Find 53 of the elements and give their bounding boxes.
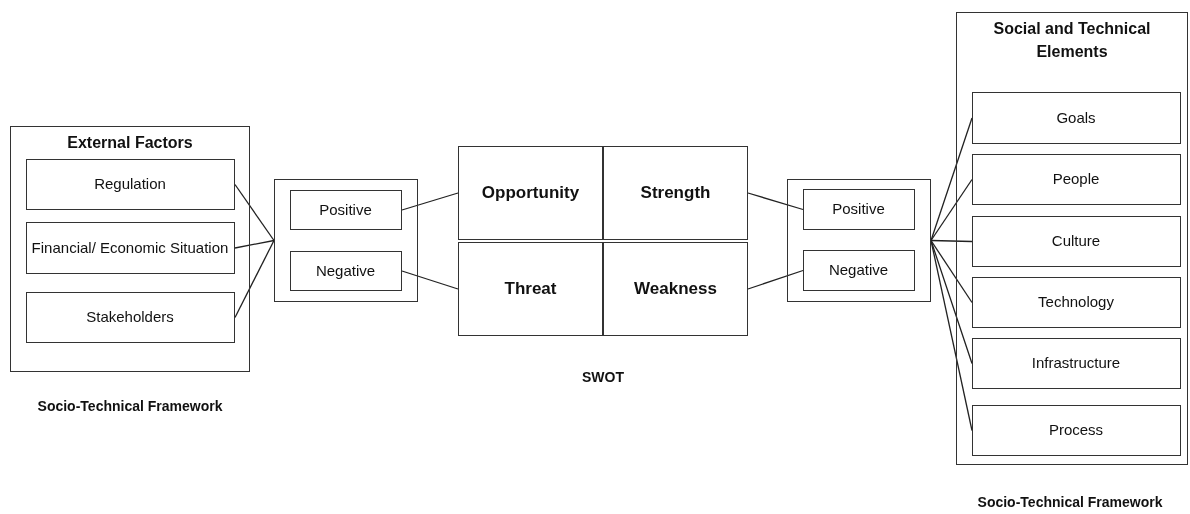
process-box bbox=[25, 221, 235, 274]
process-box bbox=[971, 91, 1181, 144]
framework-caption: Socio-Technical Framework bbox=[37, 398, 223, 414]
group-heading: Social and Technical Elements bbox=[992, 19, 1152, 63]
box-label: Infrastructure bbox=[1031, 354, 1121, 372]
framework-caption: Socio-Technical Framework bbox=[977, 494, 1163, 510]
connector-line bbox=[930, 239, 973, 243]
connector-line bbox=[747, 192, 804, 211]
process-box bbox=[971, 404, 1181, 456]
quadrant-label: Threat bbox=[504, 278, 557, 300]
connector-line bbox=[401, 192, 459, 211]
quadrant-label: Opportunity bbox=[481, 182, 580, 204]
group-box bbox=[10, 126, 250, 372]
box-label: Technology bbox=[1038, 293, 1114, 311]
quadrant-label: Strength bbox=[640, 182, 711, 204]
box-label: Regulation bbox=[94, 175, 166, 193]
process-box bbox=[289, 189, 402, 230]
box-label: Culture bbox=[1051, 232, 1101, 250]
process-box bbox=[25, 291, 235, 343]
connector-line bbox=[234, 239, 275, 249]
process-box bbox=[802, 188, 915, 230]
group-heading: External Factors bbox=[66, 133, 194, 153]
group-box bbox=[787, 179, 931, 302]
group-box bbox=[956, 12, 1188, 465]
quadrant-label: Weakness bbox=[634, 278, 717, 300]
process-box bbox=[802, 249, 915, 291]
box-label: Negative bbox=[315, 261, 376, 280]
box-label: Stakeholders bbox=[86, 308, 174, 326]
process-box bbox=[289, 250, 402, 291]
connector-line bbox=[401, 270, 459, 290]
box-label: Goals bbox=[1056, 108, 1096, 127]
process-box bbox=[971, 276, 1181, 328]
box-label: Positive bbox=[319, 200, 372, 219]
box-label: Positive bbox=[832, 200, 885, 218]
connector-line bbox=[234, 183, 275, 242]
process-box bbox=[971, 153, 1181, 205]
connector-line bbox=[930, 239, 973, 304]
group-box bbox=[274, 179, 418, 302]
swot-quadrant bbox=[458, 146, 603, 240]
box-label: Financial/ Economic Situation bbox=[31, 238, 229, 257]
box-label: People bbox=[1052, 170, 1100, 188]
process-box bbox=[971, 215, 1181, 267]
diagram-label: SWOT bbox=[582, 369, 624, 385]
connector-line bbox=[930, 178, 973, 242]
connector-line bbox=[234, 239, 275, 319]
process-box bbox=[25, 158, 235, 210]
process-box bbox=[971, 337, 1181, 389]
connector-line bbox=[747, 269, 804, 290]
swot-quadrant bbox=[603, 242, 748, 336]
swot-quadrant bbox=[603, 146, 748, 240]
box-label: Negative bbox=[828, 261, 889, 279]
swot-quadrant bbox=[458, 242, 603, 336]
box-label: Process bbox=[1048, 421, 1104, 439]
